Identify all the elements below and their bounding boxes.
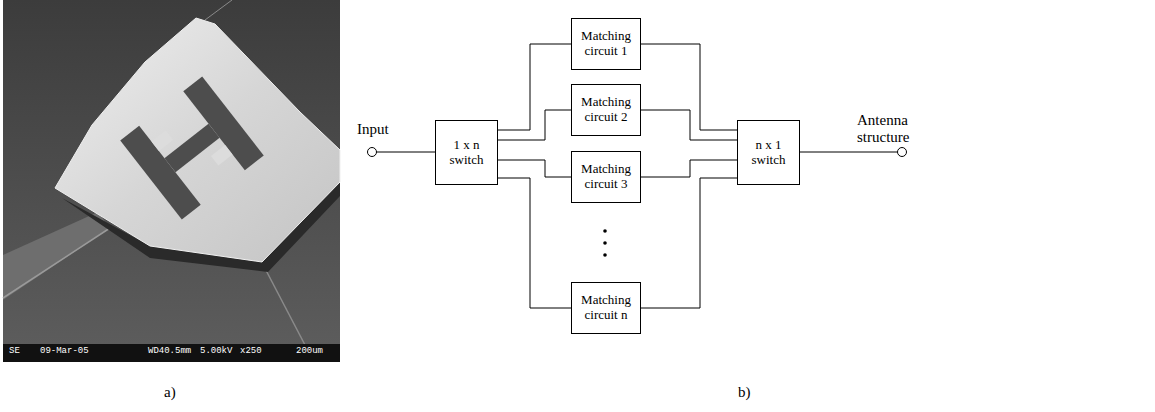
connector xyxy=(641,160,737,177)
panel-label: a) xyxy=(164,384,176,401)
matching-box: Matching circuit 3 xyxy=(571,151,641,203)
input-terminal xyxy=(368,148,377,157)
switch-box: 1 x n switch xyxy=(435,120,498,185)
ellipsis-dot xyxy=(603,241,607,245)
switch-box: n x 1 switch xyxy=(737,120,800,185)
photo-info: 5.00kV xyxy=(200,347,232,357)
matching-box: Matching circuit 2 xyxy=(571,84,641,136)
photo-info: 09-Mar-05 xyxy=(40,347,89,357)
output-terminal xyxy=(898,148,907,157)
info-bar xyxy=(3,344,340,362)
line-edge xyxy=(3,228,110,298)
panel-label: b) xyxy=(738,384,751,401)
gap-line xyxy=(205,0,232,20)
port-label: Input xyxy=(357,121,389,138)
box-text: n x 1 switch xyxy=(741,138,796,168)
connector xyxy=(641,44,737,130)
connector xyxy=(498,160,571,177)
output-wire xyxy=(800,152,898,153)
input-wire xyxy=(377,152,436,153)
signal-line xyxy=(3,212,110,300)
connector xyxy=(498,44,571,130)
photo-info: WD40.5mm xyxy=(148,347,191,357)
connector xyxy=(641,178,737,308)
connector xyxy=(641,110,737,140)
photo-ground xyxy=(3,0,340,345)
h-cutout xyxy=(120,77,264,220)
spring-finger xyxy=(151,131,173,152)
connector xyxy=(498,178,571,308)
ellipsis-dot xyxy=(603,253,607,257)
box-text: 1 x n switch xyxy=(439,138,494,168)
box-text: Matching circuit 1 xyxy=(575,29,637,59)
cutout-bar xyxy=(164,124,219,173)
port-label: Antenna structure xyxy=(857,112,929,145)
box-text: Matching circuit 3 xyxy=(575,162,637,192)
photo-info: SE xyxy=(9,347,20,357)
ellipsis-dot xyxy=(603,229,607,233)
connector xyxy=(498,110,571,140)
box-text: Matching circuit n xyxy=(575,293,637,323)
matching-box: Matching circuit n xyxy=(571,282,641,334)
spring-finger xyxy=(211,145,233,166)
switch-membrane xyxy=(55,18,340,262)
matching-box: Matching circuit 1 xyxy=(571,18,641,70)
photo-info: x250 xyxy=(240,347,262,357)
scale-label: 200um xyxy=(296,347,323,357)
box-text: Matching circuit 2 xyxy=(575,95,637,125)
